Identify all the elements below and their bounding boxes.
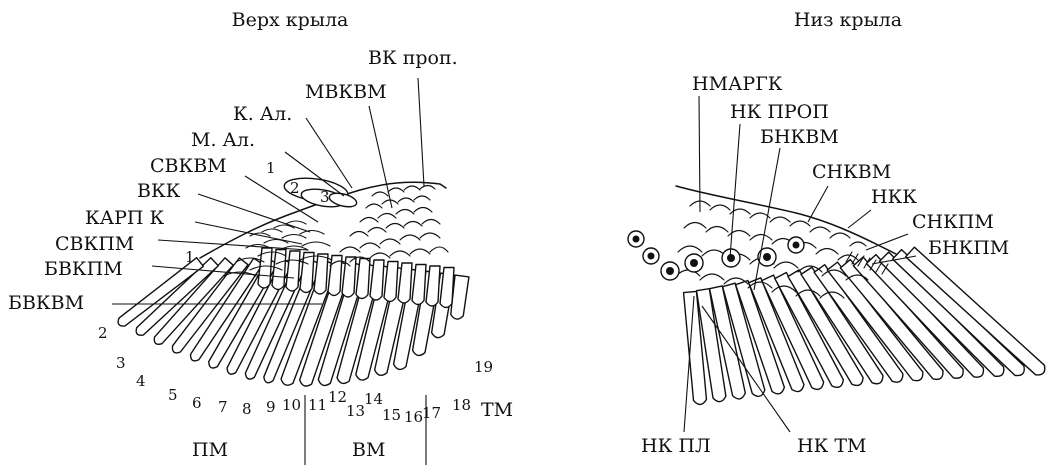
label-mvkvm: МВКВМ (305, 81, 387, 103)
feather-number: 9 (266, 398, 276, 416)
label-k-al: К. Ал. (233, 103, 292, 125)
label-svkvm: СВКВМ (150, 155, 227, 177)
label-vm: ВМ (352, 439, 385, 461)
upper-greater-covert (314, 254, 328, 294)
feather-number: 16 (404, 408, 423, 426)
label-nk-prop: НК ПРОП (730, 101, 829, 123)
feather-number: 7 (218, 398, 228, 416)
feather-number: 13 (346, 402, 365, 420)
label-nkk: НКК (871, 186, 917, 208)
feather-number: 11 (308, 396, 327, 414)
label-snkpm: СНКПМ (912, 211, 994, 233)
label-tm: ТМ (481, 399, 513, 421)
feather-number: 19 (474, 358, 493, 376)
label-bvkvm: БВКВМ (8, 292, 84, 314)
label-bvkpm: БВКПМ (44, 258, 123, 280)
feather-number: 10 (282, 396, 301, 414)
feather-number: 15 (382, 406, 401, 424)
alula-number-2: 2 (290, 179, 300, 197)
label-nk-tm: НК ТМ (797, 435, 866, 457)
upper-greater-covert (286, 251, 300, 291)
upper-wing-labels: ВК проп. МВКВМ К. Ал. М. Ал. СВКВМ ВКК К… (8, 47, 513, 461)
feather-number: 6 (192, 394, 202, 412)
title-upper-wing: Верх крыла (232, 9, 349, 31)
label-vk-prop: ВК проп. (368, 47, 458, 69)
feather-number: 17 (422, 404, 441, 422)
label-vkk: ВКК (137, 180, 181, 202)
alula-number-3: 3 (320, 188, 330, 206)
feather-number: 5 (168, 386, 178, 404)
lower-cut-shafts (628, 231, 804, 280)
feather-number: 8 (242, 400, 252, 418)
feather-number: 12 (328, 388, 347, 406)
alula-number-1: 1 (266, 159, 276, 177)
upper-greater-covert (258, 248, 272, 288)
covert-row-number: 1 (185, 248, 195, 266)
label-bnkvm: БНКВМ (760, 126, 839, 148)
feather-number: 2 (98, 324, 108, 342)
label-bnkpm: БНКПМ (928, 237, 1009, 259)
label-nmargk: НМАРГК (692, 73, 783, 95)
label-pm: ПМ (192, 439, 228, 461)
label-snkvm: СНКВМ (812, 161, 891, 183)
label-svkpm: СВКПМ (55, 233, 134, 255)
title-lower-wing: Низ крыла (794, 9, 902, 31)
feather-number: 3 (116, 354, 126, 372)
feather-number: 18 (452, 396, 471, 414)
label-karp-k: КАРП К (85, 207, 164, 229)
feather-number: 4 (136, 372, 146, 390)
lower-flight-feathers (684, 247, 1045, 404)
label-m-al: М. Ал. (191, 129, 255, 151)
feather-number: 14 (364, 390, 383, 408)
label-nk-pl: НК ПЛ (641, 435, 711, 457)
